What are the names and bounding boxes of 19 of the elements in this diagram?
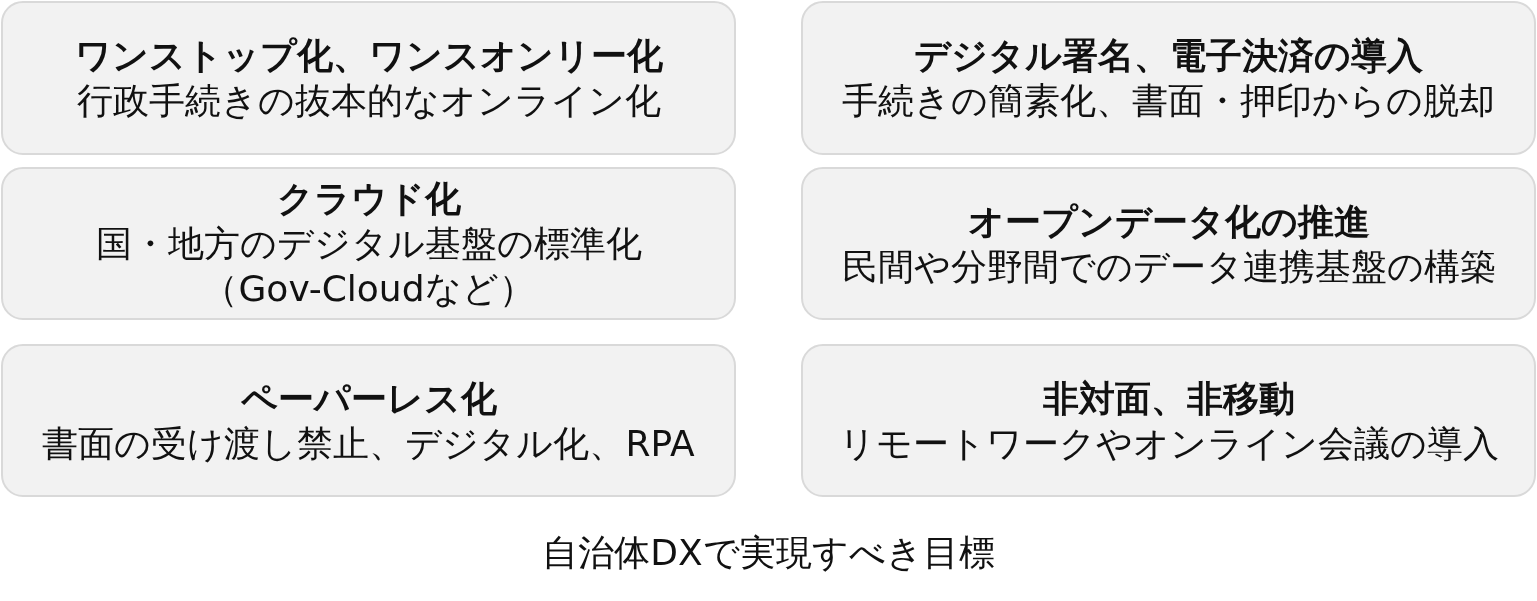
goal-card	[1, 167, 736, 320]
goal-card	[801, 167, 1536, 320]
goal-card	[1, 1, 736, 155]
card-text: 民間や分野間でのデータ連携基盤の構築	[841, 244, 1496, 289]
card-heading: オープンデータ化の推進	[967, 199, 1370, 244]
card-heading: 非対面、非移動	[1042, 376, 1295, 421]
card-text: リモートワークやオンライン会議の導入	[838, 421, 1499, 466]
card-heading: クラウド化	[276, 177, 461, 221]
card-text: 書面の受け渡し禁止、デジタル化、RPA	[42, 421, 695, 466]
goal-card	[801, 344, 1536, 497]
caption: 自治体DXで実現すべき目標	[542, 531, 995, 575]
card-text: 手続きの簡素化、書面・押印からの脱却	[842, 79, 1495, 123]
card-heading: ペーパーレス化	[240, 376, 497, 421]
goal-card	[1, 344, 736, 497]
goal-card	[801, 1, 1536, 155]
card-text: 国・地方のデジタル基盤の標準化（Gov-Cloudなど）	[94, 222, 643, 311]
card-heading: デジタル署名、電子決済の導入	[914, 34, 1423, 78]
card-text: 行政手続きの抜本的なオンライン化	[76, 79, 661, 123]
card-heading: ワンストップ化、ワンスオンリー化	[74, 34, 663, 78]
